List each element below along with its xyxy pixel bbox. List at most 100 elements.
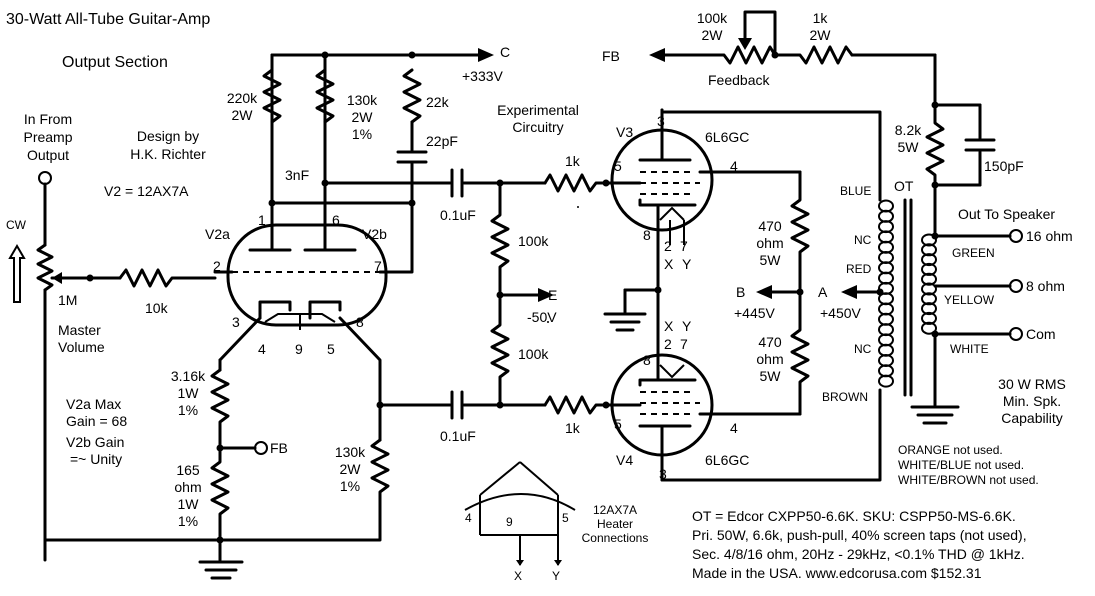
pot-value: 1M <box>58 292 78 308</box>
secondary-coil-turn <box>921 302 937 316</box>
label-line: 100k <box>696 10 728 26</box>
pin-v4-4: 4 <box>730 420 738 436</box>
label-line: Min. Spk. <box>1002 393 1062 409</box>
label-line: 30 W RMS <box>998 376 1066 392</box>
label-line: 1% <box>177 402 199 418</box>
resistor-1k-v3-label: 1k <box>565 153 580 169</box>
resistor-220k <box>262 68 282 124</box>
gain-note-line: V2b Gain <box>66 434 125 450</box>
label-line: 165 <box>176 462 200 478</box>
label-line: 3.16k <box>170 368 206 384</box>
resistor-3k16 <box>210 368 230 450</box>
secondary-coil-turn <box>921 321 937 335</box>
terminal-16-ohm <box>1009 229 1023 243</box>
resistor-165-label: 165 ohm 1W 1% <box>166 462 210 530</box>
design-credit-line: Design by <box>136 128 200 144</box>
heater-pin-4: 4 <box>465 511 472 525</box>
master-volume-pot <box>36 243 54 292</box>
cap-150pf-label: 150pF <box>984 158 1024 174</box>
tube-v4-type: 6L6GC <box>705 452 750 468</box>
speaker-rating: 30 W RMS Min. Spk. Capability <box>982 376 1082 427</box>
resistor-130k-bottom-label: 130k 2W 1% <box>328 444 372 495</box>
label-line: 5W <box>759 368 781 384</box>
node-a-label: A <box>818 284 828 300</box>
speaker-heading: Out To Speaker <box>958 206 1056 222</box>
tube-v2b-label: V2b <box>362 226 387 242</box>
pin-v2-4: 4 <box>258 341 266 357</box>
secondary-coil-turn <box>921 253 937 267</box>
label-line: 1% <box>339 478 361 494</box>
cap-3nf-label: 3nF <box>285 167 310 183</box>
pot-name: Master Volume <box>58 322 105 356</box>
tube-v2 <box>226 223 388 327</box>
pin-v3-5: 5 <box>614 158 622 174</box>
resistor-10k <box>118 268 217 288</box>
secondary-coil-turn <box>921 272 937 286</box>
input-label-line: In From <box>23 111 73 127</box>
resistor-470-upper <box>790 170 810 294</box>
label-line: 5W <box>897 139 919 155</box>
speaker-16-ohm: 16 ohm <box>1026 228 1073 244</box>
label-line: 1% <box>177 513 199 529</box>
resistor-1k-v3 <box>543 173 617 193</box>
cap-22pf-label: 22pF <box>426 133 458 149</box>
pin-v2-7: 7 <box>374 258 382 274</box>
label-line: Heater <box>596 517 634 531</box>
label-line: 130k <box>334 444 366 460</box>
pin-v4-y: Y <box>682 318 692 334</box>
input-label-line: Preamp <box>23 129 73 145</box>
label-line: 12AX7A <box>592 503 638 517</box>
resistor-470-lower-label: 470 ohm 5W <box>748 334 792 385</box>
resistor-100k-upper <box>490 181 510 297</box>
resistor-165 <box>210 446 230 542</box>
ot-white-label: WHITE <box>950 342 989 356</box>
node-e-label: E <box>548 287 558 303</box>
ot-spec-notes: OT = Edcor CXPP50-6.6K. SKU: CSPP50-MS-6… <box>692 507 1027 583</box>
cap-01uf-upper-label: 0.1uF <box>440 207 476 223</box>
pin-v2-8: 8 <box>356 314 364 330</box>
node-b-label: B <box>736 284 746 300</box>
heater-caption: 12AX7A Heater Connections <box>572 503 658 545</box>
label-line: ohm <box>756 235 784 251</box>
pin-v2-2: 2 <box>213 258 221 274</box>
secondary-coil-turn <box>921 311 937 325</box>
label-line: 470 <box>758 334 782 350</box>
speaker-8-ohm: 8 ohm <box>1026 278 1065 294</box>
pin-v4-2: 2 <box>664 336 672 352</box>
gain-note-line: V2a Max <box>66 396 122 412</box>
resistor-130k-top <box>315 68 335 124</box>
heater-pin-5: 5 <box>562 511 569 525</box>
pin-v3-8: 8 <box>643 227 651 243</box>
unused-line: WHITE/BLUE not used. <box>898 458 1025 472</box>
heater-diagram <box>464 461 576 566</box>
secondary-coil-turn <box>921 282 937 296</box>
ot-red-label: RED <box>846 262 872 276</box>
ot-name: OT <box>894 178 914 194</box>
pin-v2-5: 5 <box>327 341 335 357</box>
pin-v3-3: 3 <box>657 113 665 129</box>
experimental-label: Experimental Circuitry <box>486 102 590 136</box>
resistor-130k-top-label: 130k 2W 1% <box>340 92 384 143</box>
pot-name-line: Volume <box>58 339 105 355</box>
tube-v3-label: V3 <box>616 124 634 140</box>
terminal-com <box>1009 327 1023 341</box>
resistor-1k-feedback <box>773 45 854 65</box>
node-a-arrow-icon <box>841 285 857 299</box>
node-b-arrow-icon <box>756 285 772 299</box>
label-line: 2W <box>339 461 361 477</box>
label-line: 2W <box>701 27 723 43</box>
design-credit: Design by H.K. Richter <box>118 127 218 163</box>
feedback-1k-label: 1k 2W <box>798 10 842 44</box>
node-c-label: C <box>500 44 511 60</box>
label-line: Connections <box>581 531 649 545</box>
pin-v3-y: Y <box>682 256 692 272</box>
label-line: Capability <box>1001 410 1063 426</box>
pin-v2-6: 6 <box>332 212 340 228</box>
node-c-arrow-icon <box>478 48 494 62</box>
unused-line: WHITE/BROWN not used. <box>898 473 1039 487</box>
resistor-470-upper-label: 470 ohm 5W <box>748 218 792 269</box>
design-credit-line: H.K. Richter <box>130 146 206 162</box>
feedback-pot-label: 100k 2W <box>690 10 734 44</box>
pin-v3-2: 2 <box>664 238 672 254</box>
tube-v4-label: V4 <box>616 452 634 468</box>
